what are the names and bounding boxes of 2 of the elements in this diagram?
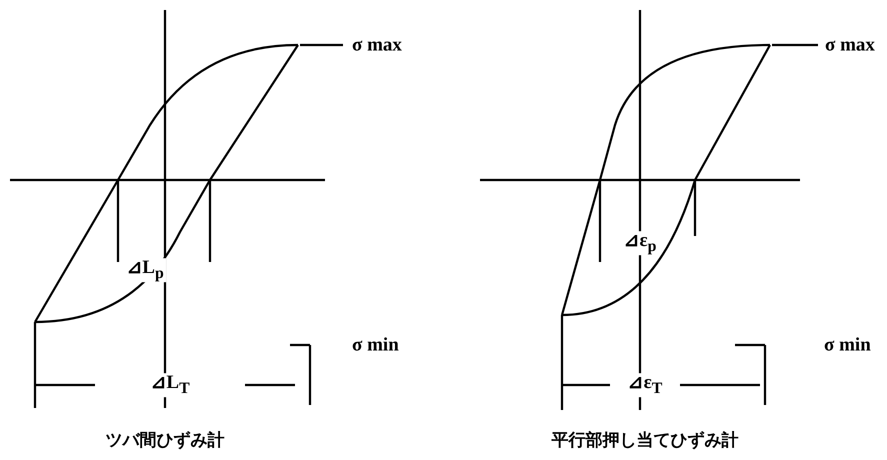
caption: 平行部押し当てひずみ計 bbox=[550, 432, 740, 448]
caption: ツバ間ひずみ計 bbox=[104, 432, 226, 448]
